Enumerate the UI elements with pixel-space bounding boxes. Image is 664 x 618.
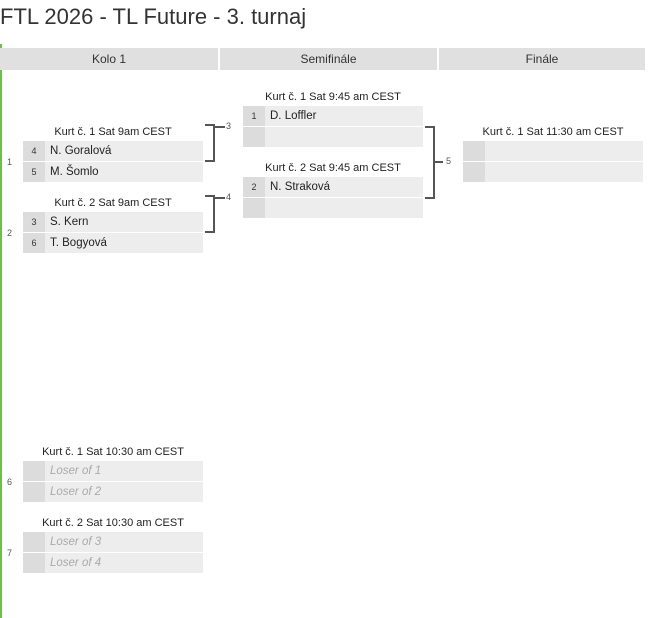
match-2[interactable]: Kurt č. 2 Sat 9am CEST 3 S. Kern 6 T. Bo… bbox=[23, 194, 203, 254]
player-slot[interactable]: 4 N. Goralová bbox=[23, 141, 203, 161]
player-slot[interactable]: 6 T. Bogyová bbox=[23, 233, 203, 253]
page-title: FTL 2026 - TL Future - 3. turnaj bbox=[0, 4, 307, 29]
match-4[interactable]: Kurt č. 2 Sat 9:45 am CEST 2 N. Straková bbox=[243, 159, 423, 219]
seed-number bbox=[243, 127, 265, 147]
match-number: 3 bbox=[226, 121, 232, 131]
bracket-connector bbox=[435, 161, 443, 163]
player-placeholder: Loser of 2 bbox=[50, 486, 102, 498]
bracket-connector bbox=[425, 126, 435, 199]
player-slot[interactable] bbox=[463, 141, 643, 161]
seed-number: 5 bbox=[23, 162, 45, 182]
seed-number bbox=[463, 141, 485, 161]
seed-number: 6 bbox=[23, 233, 45, 253]
player-name: S. Kern bbox=[50, 216, 89, 228]
seed-number: 3 bbox=[23, 212, 45, 232]
player-slot[interactable] bbox=[243, 127, 423, 147]
match-header: Kurt č. 1 Sat 9am CEST bbox=[23, 123, 203, 141]
seed-number bbox=[23, 553, 45, 573]
player-placeholder: Loser of 4 bbox=[50, 557, 102, 569]
player-name: N. Straková bbox=[270, 181, 331, 193]
match-header: Kurt č. 1 Sat 9:45 am CEST bbox=[243, 88, 423, 106]
round-header-semifinale: Semifinále bbox=[220, 48, 437, 70]
seed-number bbox=[23, 461, 45, 481]
match-header: Kurt č. 2 Sat 9am CEST bbox=[23, 194, 203, 212]
player-slot[interactable] bbox=[243, 198, 423, 218]
match-number: 6 bbox=[7, 477, 13, 487]
match-number: 1 bbox=[7, 157, 13, 167]
match-header: Kurt č. 1 Sat 11:30 am CEST bbox=[463, 123, 643, 141]
round-header-kolo-1: Kolo 1 bbox=[0, 48, 218, 70]
match-7[interactable]: Kurt č. 2 Sat 10:30 am CEST Loser of 3 L… bbox=[23, 514, 203, 574]
seed-number: 2 bbox=[243, 177, 265, 197]
player-placeholder: Loser of 1 bbox=[50, 465, 102, 477]
match-header: Kurt č. 2 Sat 10:30 am CEST bbox=[23, 514, 203, 532]
match-number: 7 bbox=[7, 548, 13, 558]
player-slot[interactable]: 3 S. Kern bbox=[23, 212, 203, 232]
seed-number: 1 bbox=[243, 106, 265, 126]
bracket-connector bbox=[215, 126, 225, 128]
seed-number bbox=[243, 198, 265, 218]
player-name: M. Šomlo bbox=[50, 166, 99, 178]
match-6[interactable]: Kurt č. 1 Sat 10:30 am CEST Loser of 1 L… bbox=[23, 443, 203, 503]
round-header-finale: Finále bbox=[439, 48, 645, 70]
player-name: N. Goralová bbox=[50, 145, 112, 157]
player-name: T. Bogyová bbox=[50, 237, 107, 249]
seed-number: 4 bbox=[23, 141, 45, 161]
seed-number bbox=[23, 482, 45, 502]
player-slot[interactable] bbox=[463, 162, 643, 182]
match-number: 5 bbox=[446, 156, 452, 166]
player-slot[interactable]: Loser of 3 bbox=[23, 532, 203, 552]
player-slot[interactable]: Loser of 1 bbox=[23, 461, 203, 481]
player-slot[interactable]: Loser of 2 bbox=[23, 482, 203, 502]
match-header: Kurt č. 1 Sat 10:30 am CEST bbox=[23, 443, 203, 461]
match-header: Kurt č. 2 Sat 9:45 am CEST bbox=[243, 159, 423, 177]
match-1[interactable]: Kurt č. 1 Sat 9am CEST 4 N. Goralová 5 M… bbox=[23, 123, 203, 183]
player-slot[interactable]: Loser of 4 bbox=[23, 553, 203, 573]
player-slot[interactable]: 5 M. Šomlo bbox=[23, 162, 203, 182]
match-5[interactable]: Kurt č. 1 Sat 11:30 am CEST bbox=[463, 123, 643, 183]
match-3[interactable]: Kurt č. 1 Sat 9:45 am CEST 1 D. Loffler bbox=[243, 88, 423, 148]
player-placeholder: Loser of 3 bbox=[50, 536, 102, 548]
match-number: 4 bbox=[226, 192, 232, 202]
seed-number bbox=[463, 162, 485, 182]
player-slot[interactable]: 2 N. Straková bbox=[243, 177, 423, 197]
left-accent-bar bbox=[0, 44, 2, 618]
bracket-connector bbox=[215, 197, 225, 199]
player-slot[interactable]: 1 D. Loffler bbox=[243, 106, 423, 126]
match-number: 2 bbox=[7, 228, 13, 238]
bracket-connector bbox=[205, 124, 215, 162]
player-name: D. Loffler bbox=[270, 110, 317, 122]
bracket-connector bbox=[205, 195, 215, 233]
seed-number bbox=[23, 532, 45, 552]
